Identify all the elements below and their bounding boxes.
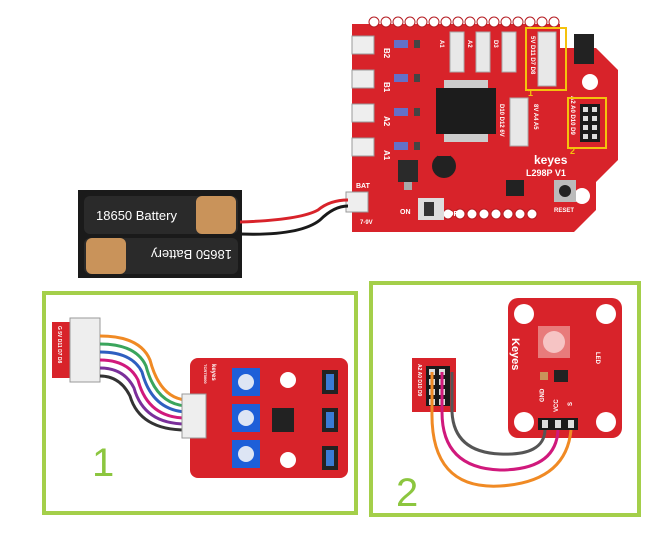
battery-icon: 18650 Battery bbox=[84, 196, 238, 234]
pin-label-gnd: GND bbox=[540, 388, 546, 402]
panel-1-connector: G 5V D11 D7 D8 bbox=[52, 317, 101, 383]
connector-icon bbox=[351, 137, 375, 157]
mounting-hole-icon bbox=[596, 412, 616, 432]
header-label-d11: 5V D11 D7 D8 bbox=[529, 36, 535, 75]
shield-model: L298P V1 bbox=[526, 168, 566, 178]
line-tracking-module: keyes TCRT5000 bbox=[181, 358, 348, 478]
panel-2-connector-label: A2 A0 D10 D9 bbox=[416, 364, 422, 397]
header-label-a1: A1 bbox=[438, 40, 444, 48]
mounting-hole-icon bbox=[280, 372, 296, 388]
panel-1-wires bbox=[99, 334, 187, 432]
motor-label-b1: B1 bbox=[382, 82, 391, 93]
panel-1-connector-label: G 5V D11 D7 D8 bbox=[56, 326, 62, 363]
small-ic bbox=[506, 180, 524, 196]
panel-1-frame bbox=[42, 291, 358, 515]
tracking-module-subtitle: TCRT5000 bbox=[203, 364, 208, 384]
highlight-box-1-label: 1 bbox=[528, 88, 533, 98]
header-label-a0: A2 A0 D10 D9 bbox=[569, 96, 575, 135]
highlight-box-1 bbox=[525, 27, 567, 91]
motor-label-b2: B2 bbox=[382, 48, 391, 59]
shield-brand: keyes bbox=[534, 153, 568, 167]
reset-button-icon bbox=[554, 180, 576, 202]
battery-pack: 18650 Battery 18650 Battery bbox=[78, 190, 242, 278]
module-chip bbox=[272, 408, 294, 432]
mounting-hole-icon bbox=[280, 452, 296, 468]
off-label: OFF bbox=[448, 211, 463, 218]
potentiometer-icon bbox=[232, 368, 260, 396]
mounting-hole-icon bbox=[514, 304, 534, 324]
sensor-headers: A1 A2 D3 5V D11 D7 D8 D10 D12 6V 8V A4 A… bbox=[438, 31, 575, 147]
mounting-hole-icon bbox=[514, 412, 534, 432]
battery-wire-red bbox=[239, 198, 349, 224]
mounting-hole-icon bbox=[574, 188, 590, 204]
top-header-holes bbox=[368, 16, 560, 28]
voltage-label: 7-9V bbox=[360, 220, 373, 226]
pin-header-2x4 bbox=[580, 104, 600, 142]
bat-label: BAT bbox=[356, 183, 371, 190]
header-label-a2: A2 bbox=[466, 40, 472, 48]
panel-2-frame bbox=[369, 281, 641, 517]
highlight-box-2-label: 2 bbox=[570, 146, 575, 156]
bottom-header-holes bbox=[442, 208, 538, 220]
potentiometer-icon bbox=[232, 404, 260, 432]
panel-2-number: 2 bbox=[396, 471, 418, 515]
panel-1-number: 1 bbox=[92, 441, 114, 485]
l298p-chip bbox=[436, 80, 496, 142]
connector-icon bbox=[351, 69, 375, 89]
on-label: ON bbox=[400, 209, 411, 216]
panel-2-connector: A2 A0 D10 D9 bbox=[412, 358, 456, 412]
mounting-hole-icon bbox=[596, 304, 616, 324]
led-icon bbox=[538, 326, 570, 358]
header-label-d10: D10 D12 6V bbox=[498, 104, 504, 137]
battery-wire-black bbox=[239, 204, 349, 236]
indicator-leds bbox=[394, 40, 420, 150]
motor-connectors: B2 B1 A2 A1 bbox=[351, 35, 391, 161]
connector-icon bbox=[351, 103, 375, 123]
led-module: Keyes LED GND VCC S bbox=[508, 298, 622, 438]
voltage-regulator bbox=[398, 160, 418, 182]
led-label: LED bbox=[594, 352, 600, 365]
bat-connector bbox=[345, 191, 369, 213]
reset-label: RESET bbox=[554, 208, 574, 214]
header-label-a4: 8V A4 A5 bbox=[532, 104, 538, 130]
led-module-brand: Keyes bbox=[509, 338, 521, 370]
header-label-d3: D3 bbox=[492, 40, 498, 48]
panel-2-wires bbox=[430, 372, 573, 488]
battery-icon: 18650 Battery bbox=[84, 238, 238, 274]
pin-label-vcc: VCC bbox=[554, 399, 560, 412]
motor-label-a2: A2 bbox=[382, 116, 391, 127]
potentiometer-icon bbox=[232, 440, 260, 468]
connector-icon bbox=[351, 35, 375, 55]
right-pin-header bbox=[574, 34, 594, 64]
tracking-module-brand: keyes bbox=[210, 364, 216, 381]
l298p-motor-shield: B2 B1 A2 A1 A1 A2 D3 5V D11 D7 D8 bbox=[345, 16, 618, 232]
highlight-box-2 bbox=[567, 97, 607, 149]
motor-label-a1: A1 bbox=[382, 150, 391, 161]
pin-label-s: S bbox=[568, 402, 574, 406]
battery-label-1: 18650 Battery bbox=[96, 208, 177, 223]
battery-label-2: 18650 Battery bbox=[151, 247, 232, 262]
capacitor bbox=[432, 154, 456, 178]
switch-icon bbox=[418, 198, 444, 220]
mounting-hole-icon bbox=[582, 74, 598, 90]
